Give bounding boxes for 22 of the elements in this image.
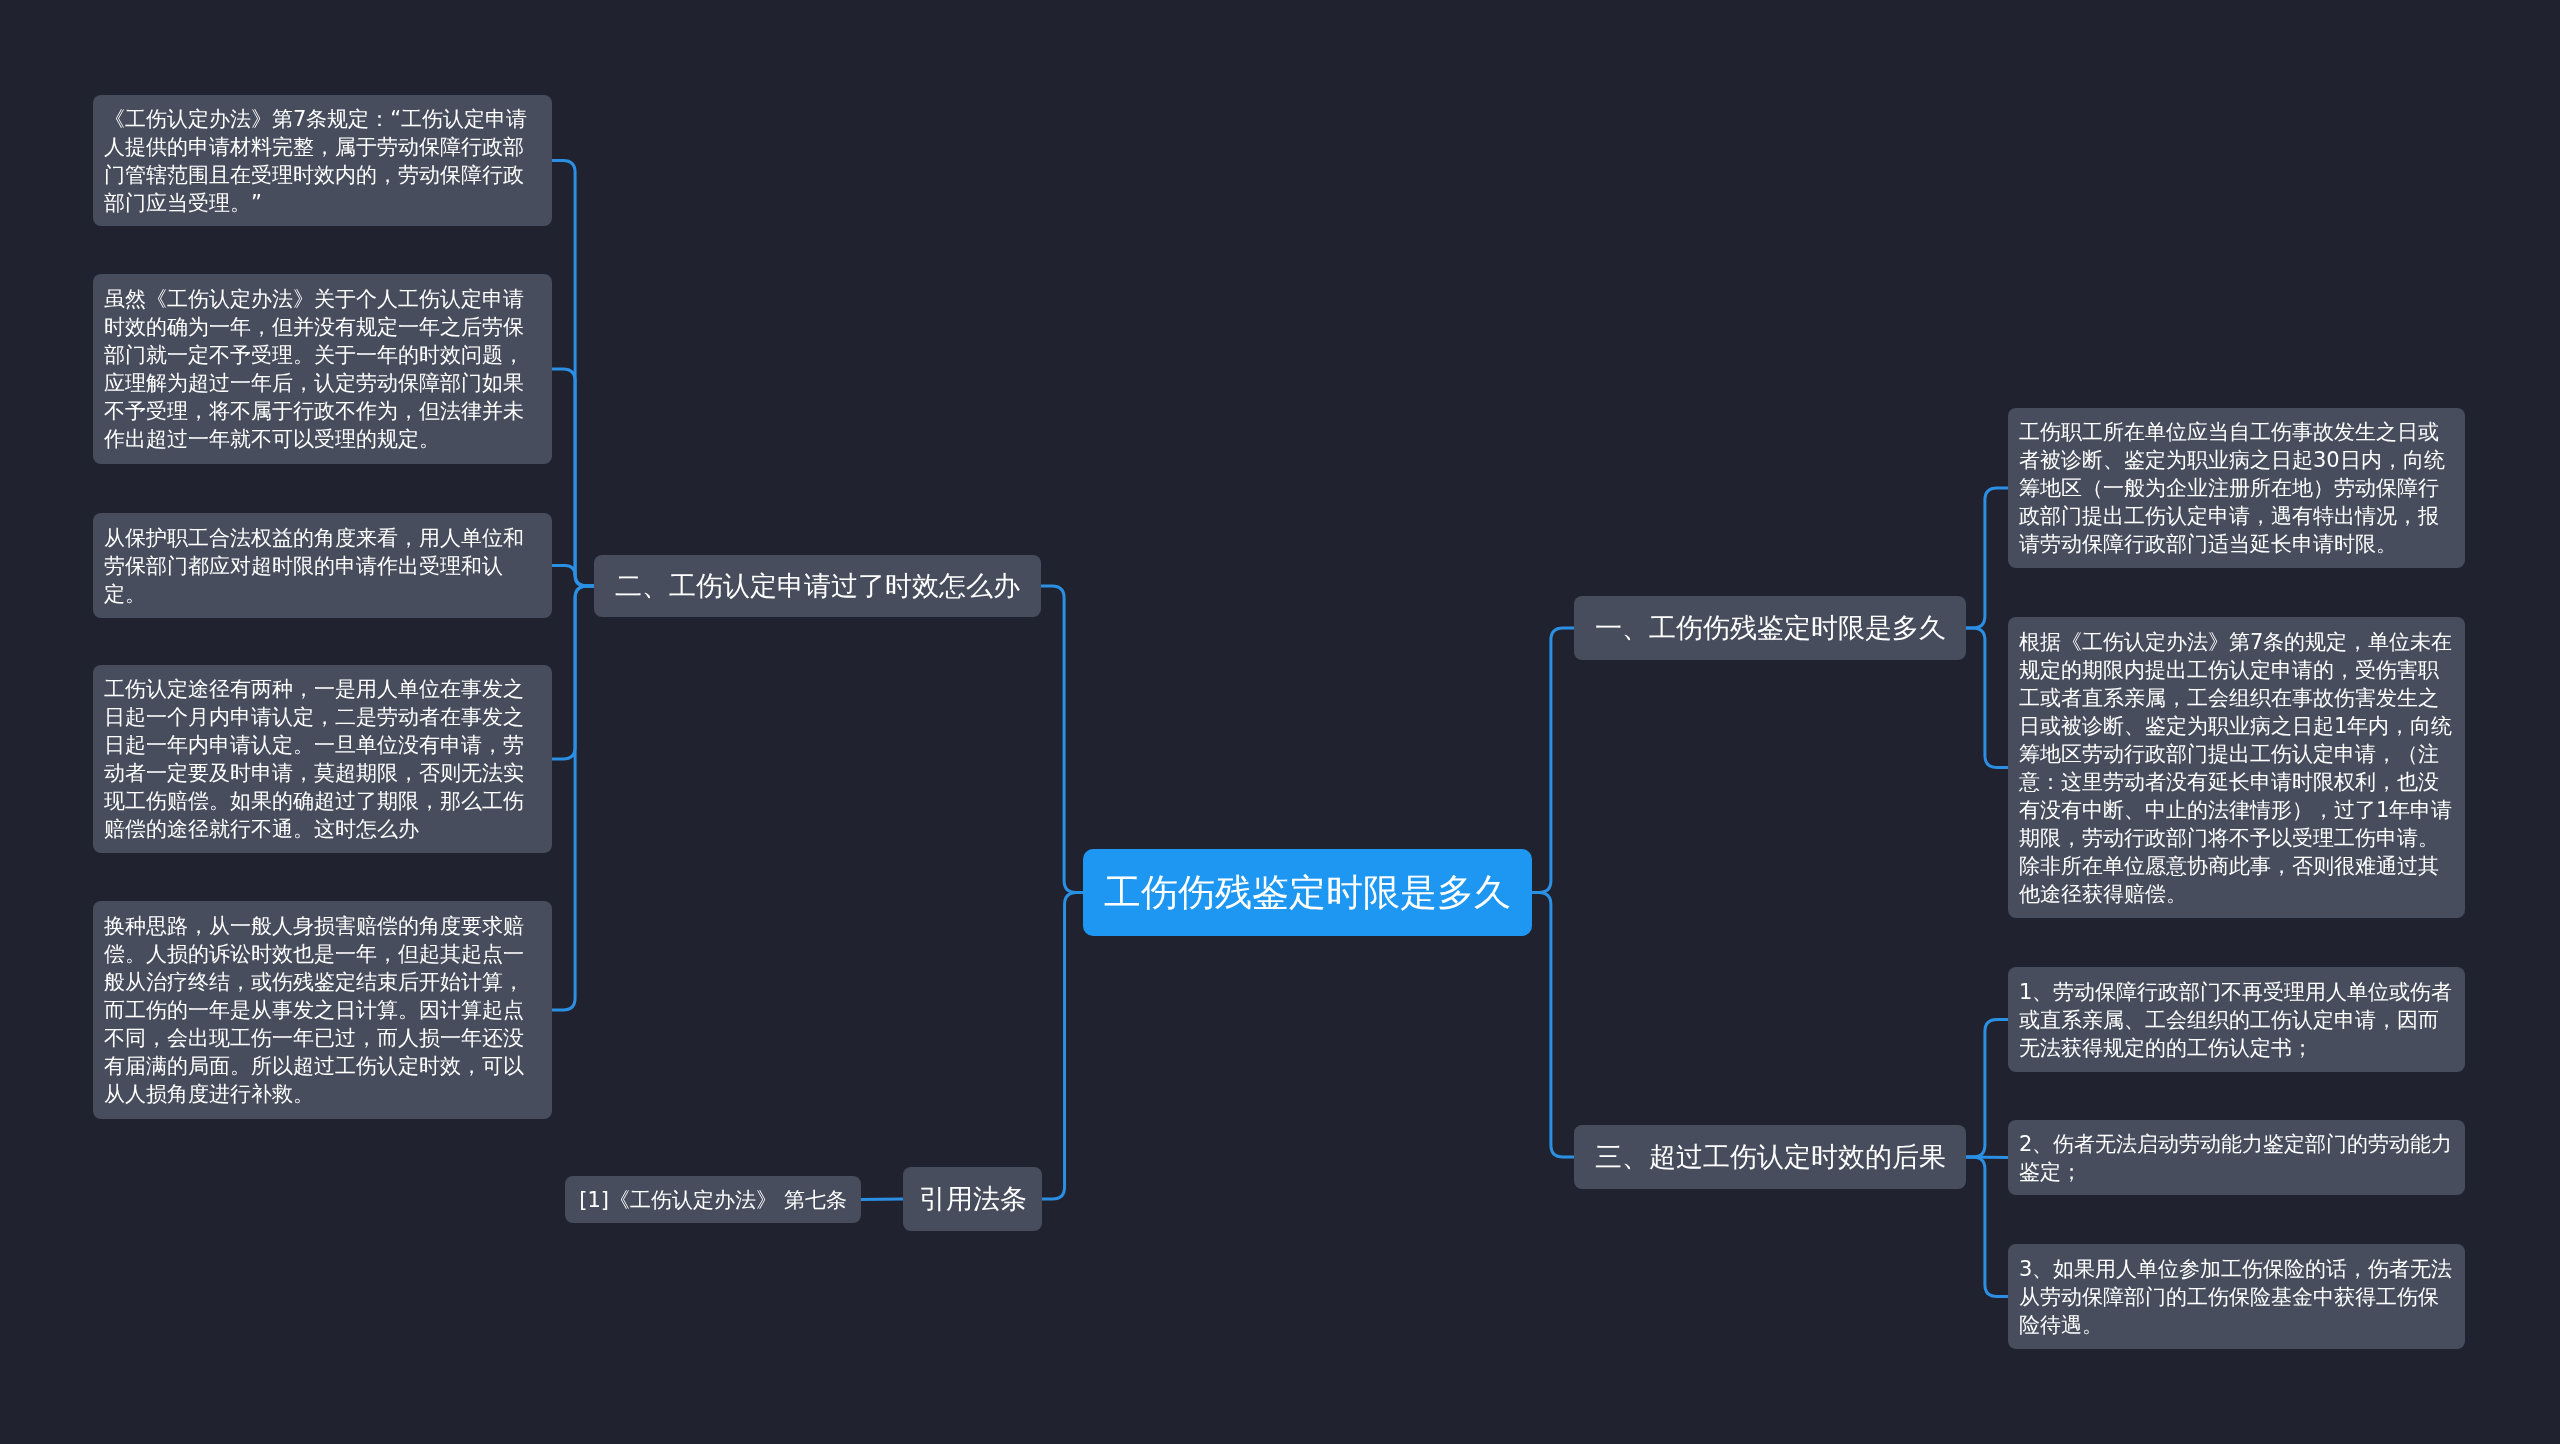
text-card: 1、劳动保障行政部门不再受理用人单位或伤者或直系亲属、工会组织的工伤认定申请，因而无法获得规定的的工伤认定书； [2008, 967, 2465, 1072]
text-card: 3、如果用人单位参加工伤保险的话，伤者无法从劳动保障部门的工伤保险基金中获得工伤保险待遇。 [2008, 1244, 2465, 1349]
connector-line [1042, 891, 1083, 1201]
topic-box: 三、超过工伤认定时效的后果 [1574, 1125, 1966, 1189]
connector-line [1966, 1155, 2008, 1298]
central-topic-box: 工伤伤残鉴定时限是多久 [1083, 849, 1532, 936]
text-card: 工伤职工所在单位应当自工伤事故发生之日或者被诊断、鉴定为职业病之日起30日内，向统筹地区（一般为企业注册所在地）劳动保障行政部门提出工伤认定申请，遇有特出情况，报请劳动保障行政部门适当延长申请时限。 [2008, 408, 2465, 568]
topic-box: 引用法条 [903, 1167, 1042, 1231]
topic-box: 一、工伤伤残鉴定时限是多久 [1574, 596, 1966, 660]
text-card: 工伤认定途径有两种，一是用人单位在事发之日起一个月内申请认定，二是劳动者在事发之日起一年内申请认定。一旦单位没有申请，劳动者一定要及时申请，莫超期限，否则无法实现工伤赔偿。如果的确超过了期限，那么工伤赔偿的途径就行不通。这时怎么办 [93, 665, 552, 853]
connector-line [552, 584, 594, 1012]
text-card: 换种思路，从一般人身损害赔偿的角度要求赔偿。人损的诉讼时效也是一年，但起其起点一般从治疗终结，或伤残鉴定结束后开始计算，而工伤的一年是从事发之日计算。因计算起点不同，会出现工伤一年已过，而人损一年还没有届满的局面。所以超过工伤认定时效，可以从人损角度进行补救。 [93, 901, 552, 1119]
connector-line [1966, 626, 2008, 769]
connector-line [861, 1197, 903, 1201]
text-card: 虽然《工伤认定办法》关于个人工伤认定申请时效的确为一年，但并没有规定一年之后劳保部门就一定不予受理。关于一年的时效问题，应理解为超过一年后，认定劳动保障部门如果不予受理，将不属于行政不作为，但法律并未作出超过一年就不可以受理的规定。 [93, 274, 552, 464]
text-card: 2、伤者无法启动劳动能力鉴定部门的劳动能力鉴定； [2008, 1120, 2465, 1195]
text-card: 《工伤认定办法》第7条规定：“工伤认定申请人提供的申请材料完整，属于劳动保障行政部门管辖范围且在受理时效内的，劳动保障行政部门应当受理。” [93, 95, 552, 226]
text-card: 根据《工伤认定办法》第7条的规定，单位未在规定的期限内提出工伤认定申请的，受伤害职工或者直系亲属，工会组织在事故伤害发生之日或被诊断、鉴定为职业病之日起1年内，向统筹地区劳动行政部门提出工伤认定申请，（注意：这里劳动者没有延长申请时限权利，也没有没有中断、中止的法律情形），过了1年申请期限，劳动行政部门将不予以受理工伤申请。除非所在单位愿意协商此事，否则很难通过其他途径获得赔偿。 [2008, 617, 2465, 918]
connector-line [1532, 891, 1574, 1159]
topic-box: 二、工伤认定申请过了时效怎么办 [594, 555, 1041, 617]
text-card: 从保护职工合法权益的角度来看，用人单位和劳保部门都应对超时限的申请作出受理和认定。 [93, 513, 552, 618]
reference-box: [1]《工伤认定办法》 第七条 [565, 1176, 861, 1223]
